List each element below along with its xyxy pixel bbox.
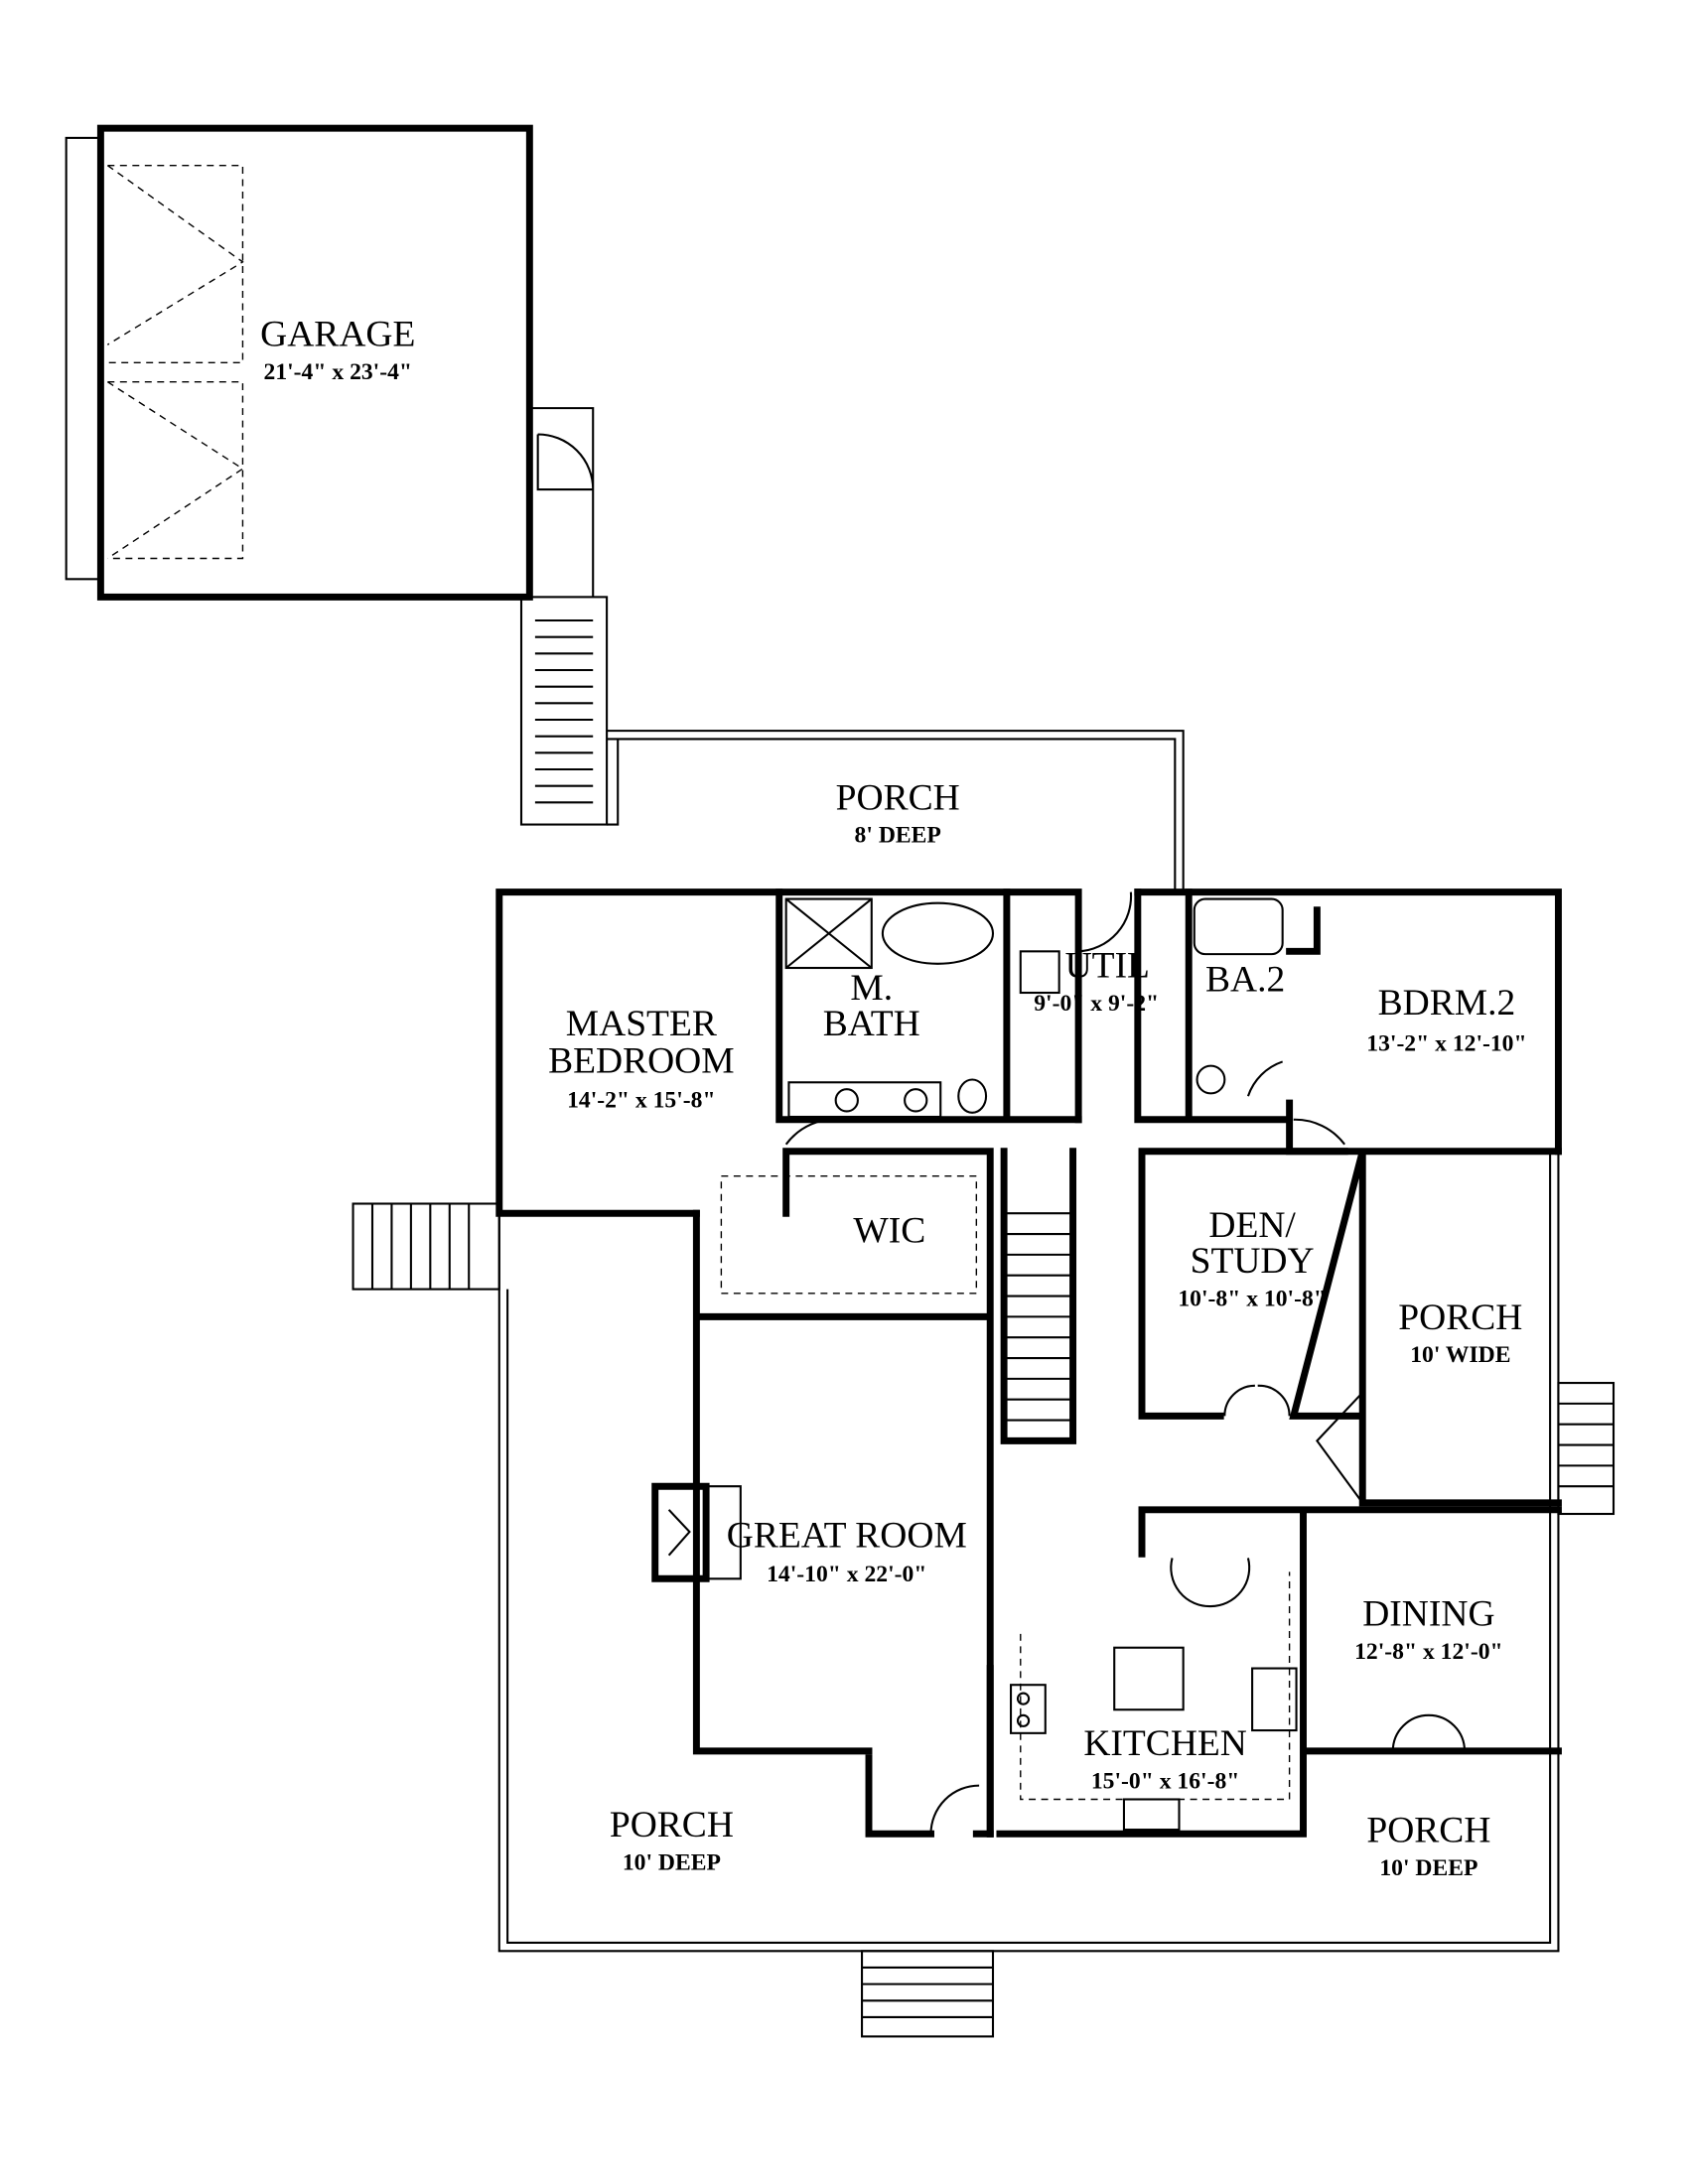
util-walls	[1134, 888, 1348, 1156]
fridge	[1251, 1667, 1298, 1732]
room-labels: GARAGE 21'-4" x 23'-4" PORCH 8' DEEP MAS…	[260, 315, 1526, 1881]
front-steps	[861, 1950, 995, 2038]
pantry-doors	[1170, 1558, 1251, 1608]
side-porch-label: PORCH	[1398, 1297, 1522, 1338]
front-porch-right-label: PORCH	[1366, 1811, 1490, 1851]
washer	[1019, 950, 1060, 995]
bathtub	[881, 901, 995, 965]
garage-stairs	[519, 596, 609, 826]
side-steps-left	[352, 1202, 500, 1291]
garage-door-swing	[106, 164, 244, 560]
kitchen-island	[1113, 1646, 1185, 1711]
ba2-label: BA.2	[1205, 960, 1285, 1001]
kitchen-walls	[986, 1506, 1562, 1838]
front-porch-left-size: 10' DEEP	[623, 1849, 721, 1875]
master-bath-walls	[775, 888, 1082, 1124]
dining-label: DINING	[1362, 1594, 1494, 1635]
kitchen-label: KITCHEN	[1083, 1723, 1247, 1764]
toilet	[957, 1078, 988, 1114]
bdrm2-size: 13'-2" x 12'-10"	[1366, 1030, 1526, 1056]
garage-side-door	[529, 407, 595, 598]
side-steps-right	[1557, 1382, 1616, 1516]
kitchen-size: 15'-0" x 16'-8"	[1091, 1768, 1240, 1794]
great-room-label: GREAT ROOM	[727, 1515, 967, 1556]
foyer-walls	[865, 1754, 994, 1838]
master-bedroom-label: MASTER	[566, 1004, 717, 1044]
util-size: 9'-0" x 9'-2"	[1034, 991, 1159, 1017]
front-porch-left-label: PORCH	[610, 1805, 734, 1845]
master-bath-label: M.	[850, 968, 893, 1009]
sink	[1122, 1798, 1181, 1832]
util-label: UTIL	[1065, 946, 1150, 987]
garage-door-frame	[65, 136, 102, 581]
den-label: DEN/	[1208, 1205, 1296, 1246]
bdrm2-label: BDRM.2	[1378, 983, 1516, 1024]
rear-porch-rail	[607, 730, 1185, 889]
ba2-toilet	[1196, 1064, 1226, 1095]
den-size: 10'-8" x 10'-8"	[1178, 1286, 1327, 1311]
front-porch-right-size: 10' DEEP	[1379, 1855, 1477, 1881]
walls	[65, 124, 1616, 2038]
master-bedroom-label-2: BEDROOM	[548, 1041, 735, 1082]
master-bath-label-2: BATH	[823, 1004, 920, 1044]
den-walls	[1138, 1148, 1562, 1507]
great-room-size: 14'-10" x 22'-0"	[767, 1562, 926, 1587]
garage-label: GARAGE	[260, 315, 415, 355]
garage-size: 21'-4" x 23'-4"	[264, 359, 413, 385]
dining-doors	[1391, 1713, 1467, 1751]
interior-stairs	[1000, 1148, 1077, 1444]
wic-label: WIC	[853, 1210, 925, 1251]
master-bedroom-size: 14'-2" x 15'-8"	[567, 1087, 716, 1113]
wrap-porch-rail	[497, 1151, 1560, 1953]
door-swings	[784, 891, 1345, 1146]
den-label-2: STUDY	[1191, 1241, 1315, 1282]
shower	[784, 897, 873, 970]
dining-size: 12'-8" x 12'-0"	[1354, 1639, 1502, 1665]
vanity	[787, 1081, 942, 1119]
fireplace	[651, 1482, 710, 1582]
rear-porch-label: PORCH	[836, 777, 960, 818]
ba2-tub	[1193, 897, 1284, 956]
side-porch-size: 10' WIDE	[1410, 1342, 1510, 1368]
rear-porch-size: 8' DEEP	[855, 823, 941, 849]
range	[1010, 1684, 1047, 1734]
